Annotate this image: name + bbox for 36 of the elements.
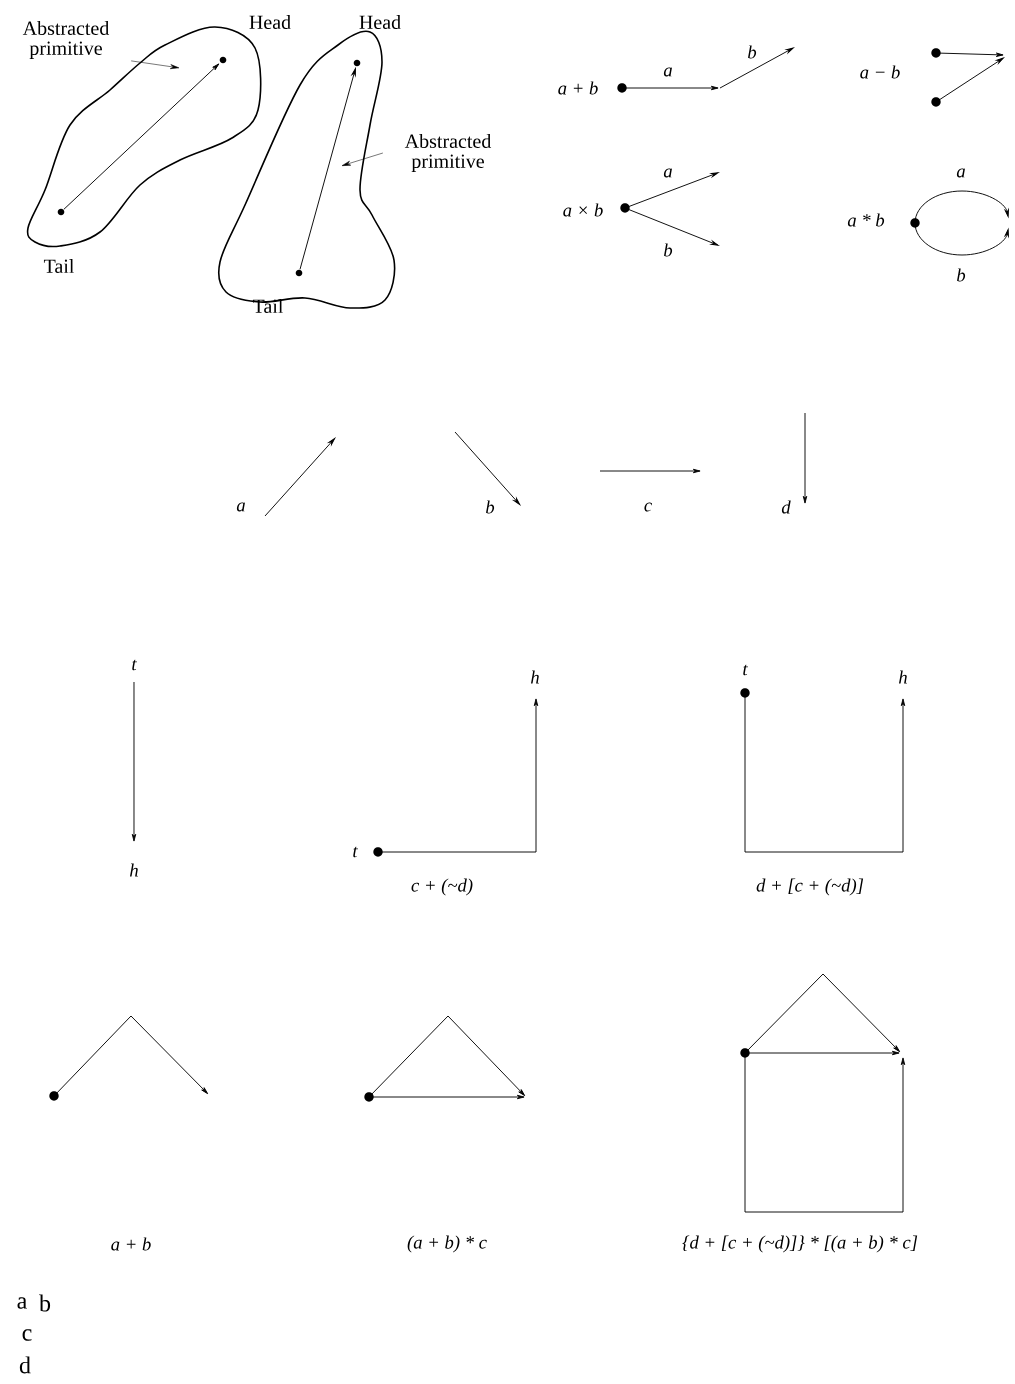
- math-label: t: [132, 659, 137, 671]
- math-label: b: [748, 45, 757, 59]
- callout-text: Abstracted primitive: [404, 133, 492, 173]
- text-label: a: [17, 1297, 27, 1309]
- math-label: a: [956, 168, 965, 178]
- math-label: t: [353, 846, 358, 858]
- callout-text: Abstracted primitive: [22, 20, 110, 60]
- math-label: b: [957, 268, 966, 282]
- math-label: h: [130, 863, 138, 877]
- math-label: a × b: [563, 203, 603, 217]
- math-label: (a + b) * c: [407, 1235, 487, 1253]
- text-label: b: [39, 1294, 51, 1312]
- arrow: [299, 68, 356, 270]
- math-label: a + b: [558, 81, 598, 95]
- math-label: h: [899, 670, 907, 684]
- math-label: d: [781, 500, 791, 514]
- leader-line: [130, 60, 180, 69]
- math-label: b: [486, 500, 495, 514]
- text-label: c: [22, 1329, 32, 1341]
- math-label: t: [743, 664, 748, 676]
- math-label: a: [663, 67, 672, 77]
- math-label: a − b: [860, 65, 900, 79]
- math-label: c + (~d): [411, 878, 473, 896]
- math-label: h: [531, 670, 539, 684]
- math-label: a * b: [847, 213, 885, 227]
- arrow: [63, 63, 220, 210]
- math-label: {d + [c + (~d)]} * [(a + b) * c]: [682, 1235, 918, 1253]
- leader-line: [341, 152, 384, 166]
- math-label: a: [236, 502, 245, 512]
- text-label: d: [19, 1356, 31, 1374]
- math-label: a + b: [111, 1237, 151, 1251]
- text-label: Head: [249, 15, 291, 30]
- math-label: a: [663, 168, 672, 178]
- math-label: d + [c + (~d)]: [756, 878, 864, 896]
- math-label: b: [664, 243, 673, 257]
- math-label: c: [644, 502, 652, 512]
